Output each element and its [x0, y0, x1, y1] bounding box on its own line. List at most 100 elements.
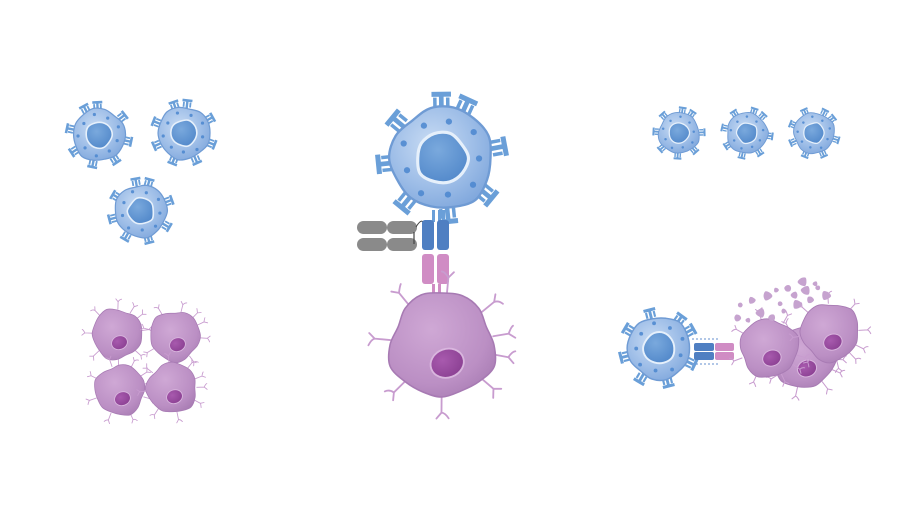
granule-dot: [692, 363, 694, 365]
tumor-process: [849, 352, 862, 365]
tumor-process: [136, 309, 147, 320]
granule-dot: [704, 363, 706, 365]
tumor-cell-target: [367, 270, 517, 420]
tumor-process: [855, 344, 869, 354]
debris-fragment: [745, 317, 751, 323]
t-cell: [106, 176, 175, 246]
tumor-process: [164, 352, 171, 364]
t-cell-body: [375, 91, 509, 225]
tumor-process: [383, 380, 406, 402]
panel-recognition: [357, 91, 517, 420]
tumor-process: [142, 363, 153, 374]
t-cell-body: [617, 306, 699, 390]
immune-synapse: [692, 338, 734, 365]
tumor-process: [791, 386, 800, 401]
tumor-process: [780, 373, 790, 387]
tumor-cell-body: [136, 352, 208, 424]
tumor-process: [103, 412, 112, 425]
t-cell-body: [150, 98, 218, 167]
receptor-spike: [150, 116, 163, 128]
tumor-process: [90, 306, 101, 317]
t-cell-body: [64, 100, 134, 170]
antigen-complex: [422, 254, 449, 296]
granule-dot: [704, 338, 706, 340]
tumor-cell-body: [367, 270, 517, 420]
debris-fragment: [774, 287, 779, 293]
debris-fragment: [777, 301, 783, 307]
debris-fragment: [807, 296, 815, 304]
tumor-process: [85, 397, 97, 405]
receptor-spike: [799, 107, 809, 117]
t-cell-small: [652, 106, 706, 160]
debris-fragment: [768, 314, 776, 321]
granule-dot: [700, 338, 702, 340]
debris-fragment: [781, 308, 787, 314]
debris-fragment: [748, 296, 756, 304]
t-cell-body: [720, 106, 774, 160]
granule-dot: [716, 363, 718, 365]
tumor-cell: [81, 298, 153, 370]
granule-dot: [696, 338, 698, 340]
tumor-cell: [136, 352, 208, 424]
receptor-spike: [764, 132, 774, 141]
tumor-process: [792, 363, 806, 374]
panel-killing: [617, 106, 872, 401]
tumor-cell: [139, 300, 211, 372]
tumor-process: [435, 396, 450, 420]
granule-dot: [716, 338, 718, 340]
tumor-process: [196, 383, 208, 390]
granule-dot: [708, 338, 710, 340]
debris-fragment: [737, 302, 743, 308]
tumor-cell-body: [85, 355, 156, 425]
granule-dot: [700, 363, 702, 365]
debris-fragment: [734, 314, 742, 322]
tumor-process: [81, 328, 93, 336]
tumor-process: [115, 298, 123, 310]
tumor-process: [149, 408, 159, 420]
t-cell-receptor: [422, 210, 449, 250]
tumor-cell-body: [788, 290, 872, 373]
tumor-process: [186, 358, 197, 369]
debris-fragment: [812, 281, 818, 287]
granule-dot: [692, 338, 694, 340]
tumor-process: [731, 324, 745, 335]
tumor-process: [492, 350, 517, 365]
tumor-process: [390, 283, 410, 306]
tumor-process: [129, 302, 139, 314]
receptor-spike: [182, 98, 193, 111]
receptor-spike: [687, 108, 697, 119]
tumor-process: [140, 367, 151, 377]
cell-debris: [734, 277, 832, 323]
granule-dot: [708, 363, 710, 365]
debris-fragment: [755, 308, 765, 318]
tumor-process: [130, 357, 139, 369]
tumor-process: [821, 381, 833, 395]
t-cell-engaged: [617, 306, 699, 390]
receptor-spike: [130, 176, 141, 189]
tumor-cell-body: [81, 298, 153, 370]
tumor-process: [729, 357, 743, 366]
tumor-process: [87, 371, 99, 380]
tumor-process: [194, 371, 206, 380]
tumor-process: [480, 377, 503, 399]
tumor-process: [105, 355, 113, 367]
t-cell-activated: [375, 91, 509, 225]
debris-fragment: [822, 291, 832, 300]
t-cell-small: [787, 107, 841, 160]
tumor-process: [129, 412, 138, 424]
t-cell: [64, 100, 134, 170]
tumor-process: [134, 350, 146, 360]
tumor-process: [831, 368, 846, 378]
debris-fragment: [800, 285, 810, 295]
tumor-cell-dying: [788, 290, 872, 373]
tumor-process: [492, 324, 517, 339]
ligand-molecules: [357, 220, 425, 251]
tumor-process: [367, 332, 392, 347]
tumor-cell: [85, 355, 156, 425]
tumor-process: [191, 308, 202, 319]
tumor-process: [748, 373, 758, 388]
tumor-process: [180, 300, 188, 313]
tumor-process: [89, 350, 100, 361]
